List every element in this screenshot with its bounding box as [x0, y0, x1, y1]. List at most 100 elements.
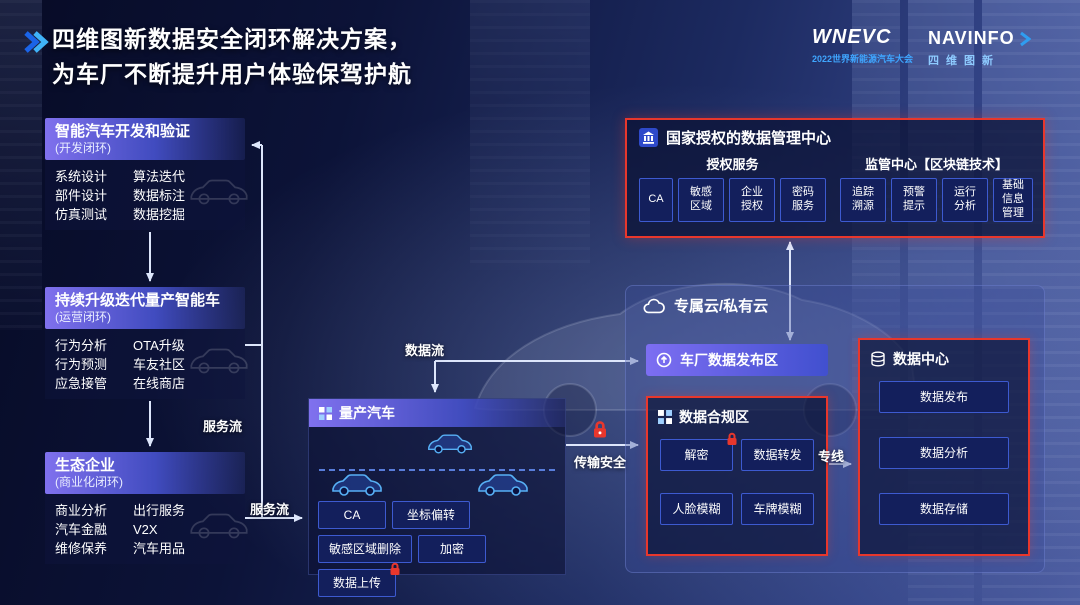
enterprise-auth-chip: 企业 授权	[729, 178, 775, 222]
item-label: V2X	[133, 522, 158, 537]
list-item: 行为分析 OTA升级	[55, 336, 235, 355]
item-label: 行为分析	[55, 338, 108, 353]
plate-blur-chip: 车牌模糊	[741, 493, 814, 525]
item-label: 系统设计	[55, 169, 108, 184]
data-upload-label: 数据上传	[332, 575, 381, 590]
item-label: 数据挖掘	[133, 207, 186, 222]
data-center-header: 数据中心	[860, 340, 1028, 369]
production-car-buttons: CA 坐标偏转 敏感区域删除 加密 数据上传	[309, 499, 565, 599]
compliance-zone-box: 数据合规区 解密 数据转发 人脸模糊 车牌模糊	[646, 396, 828, 556]
watermark-car-icon	[190, 179, 248, 205]
service-flow-label: 服务流	[203, 419, 243, 434]
cloud-icon	[643, 298, 665, 313]
list-item: 仿真测试 数据挖掘	[55, 205, 235, 224]
decrypt-chip: 解密	[660, 432, 737, 471]
production-car-title: 量产汽车	[339, 405, 395, 421]
navinfo-logo: NAVINFO 四维图新	[928, 28, 1032, 68]
supervise-buttons: 追踪 溯源 预警 提示 运行 分析 基础 信息 管理	[840, 178, 1033, 222]
navinfo-logo-subtitle: 四维图新	[928, 55, 1000, 67]
lock-icon	[594, 421, 606, 438]
compliance-zone-title: 数据合规区	[679, 409, 749, 425]
dev-loop-header: 智能汽车开发和验证 (开发闭环)	[45, 118, 245, 160]
item-label: 车友社区	[133, 357, 186, 372]
data-upload-chip: 数据上传	[318, 562, 400, 597]
authority-center-title: 国家授权的数据管理中心	[666, 130, 832, 147]
item-label: 部件设计	[55, 188, 108, 203]
dev-loop-subtitle: (开发闭环)	[55, 141, 111, 155]
data-center-buttons: 数据发布 数据分析 数据存储	[860, 369, 1028, 525]
item-label: 汽车金融	[55, 522, 108, 537]
ops-loop-header: 持续升级迭代量产智能车 (运营闭环)	[45, 287, 245, 329]
car-icon	[332, 474, 382, 496]
coordinate-offset-chip: 坐标偏转	[392, 501, 470, 529]
item-label: 商业分析	[55, 503, 108, 518]
road-dashed-line	[319, 469, 555, 471]
watermark-car-icon	[190, 348, 248, 374]
data-forward-chip: 数据转发	[741, 439, 814, 471]
ca-chip: CA	[639, 178, 673, 222]
list-item: 系统设计算法迭代	[55, 167, 235, 186]
item-label: 汽车用品	[133, 541, 186, 556]
navinfo-logo-text: NAVINFO	[928, 28, 1015, 48]
car-icon	[478, 474, 528, 496]
dev-loop-box: 智能汽车开发和验证 (开发闭环) 系统设计算法迭代 部件设计 数据标注 仿真测试 数…	[45, 118, 248, 230]
eco-loop-header: 生态企业 (商业化闭环)	[45, 452, 245, 494]
car-icon	[428, 434, 472, 454]
list-item: 应急接管 在线商店	[55, 374, 235, 393]
item-label: 在线商店	[133, 376, 186, 391]
private-cloud-header: 专属云/私有云	[626, 286, 1044, 325]
ops-loop-body: 行为分析 OTA升级 行为预测 车友社区 应急接管 在线商店	[45, 329, 248, 399]
eco-loop-title: 生态企业	[55, 457, 116, 474]
data-publish-chip: 数据发布	[879, 381, 1009, 413]
list-item: 部件设计 数据标注	[55, 186, 235, 205]
basic-info-chip: 基础 信息 管理	[993, 178, 1033, 222]
decrypt-label: 解密	[684, 447, 709, 462]
lock-icon	[727, 432, 737, 445]
title-line-2: 为车厂不断提升用户体验保驾护航	[52, 61, 412, 87]
list-item: 商业分析出行服务	[55, 501, 235, 520]
item-label: 应急接管	[55, 376, 108, 391]
item-label: 数据标注	[133, 188, 186, 203]
grid-icon	[319, 406, 332, 420]
trace-source-chip: 追踪 溯源	[840, 178, 886, 222]
auth-service-label: 授权服务	[706, 157, 759, 172]
publish-zone-box: 车厂数据发布区	[646, 344, 828, 376]
ops-loop-title: 持续升级迭代量产智能车	[55, 292, 221, 309]
item-label: 仿真测试	[55, 207, 108, 222]
auth-service-group: 授权服务 CA 敏感 区域 企业 授权 密码 服务	[639, 154, 826, 222]
sensitive-area-delete-chip: 敏感区域删除	[318, 535, 412, 563]
car-zone	[309, 427, 565, 499]
face-blur-chip: 人脸模糊	[660, 493, 733, 525]
grid-icon	[658, 410, 672, 424]
eco-loop-subtitle: (商业化闭环)	[55, 475, 123, 489]
compliance-buttons: 解密 数据转发 人脸模糊 车牌模糊	[648, 427, 826, 525]
dev-loop-title: 智能汽车开发和验证	[55, 123, 191, 140]
title-line-1: 四维图新数据安全闭环解决方案，	[52, 26, 412, 52]
list-item: 维修保养 汽车用品	[55, 539, 235, 558]
auth-service-buttons: CA 敏感 区域 企业 授权 密码 服务	[639, 178, 826, 222]
production-car-box: 量产汽车 CA 坐标偏转 敏感区域删除 加密 数据上传	[308, 398, 566, 597]
data-storage-chip: 数据存储	[879, 493, 1009, 525]
transport-security-label: 传输安全	[574, 455, 627, 470]
authority-center-box: 国家授权的数据管理中心 授权服务 CA 敏感 区域 企业 授权 密码 服务 监管…	[625, 118, 1045, 238]
supervise-label: 监管中心【区块链技术】	[864, 157, 1008, 172]
ca-chip: CA	[318, 501, 386, 529]
data-analysis-chip: 数据分析	[879, 437, 1009, 469]
dedicated-line-label: 专线	[818, 449, 845, 464]
government-building-icon	[639, 128, 658, 147]
authority-groups: 授权服务 CA 敏感 区域 企业 授权 密码 服务 监管中心【区块链技术】 追踪…	[627, 148, 1043, 222]
item-label: 维修保养	[55, 541, 108, 556]
eco-loop-box: 生态企业 (商业化闭环) 商业分析出行服务 汽车金融 V2X 维修保养 汽车用品	[45, 452, 248, 564]
authority-center-header: 国家授权的数据管理中心	[627, 120, 1043, 148]
title-chevron-icon	[24, 31, 49, 53]
service-flow-label: 服务流	[250, 502, 290, 517]
compliance-zone-header: 数据合规区	[648, 398, 826, 427]
encrypt-chip: 加密	[418, 535, 486, 563]
page-title: 四维图新数据安全闭环解决方案， 为车厂不断提升用户体验保驾护航	[52, 22, 412, 92]
item-label: 行为预测	[55, 357, 108, 372]
data-center-box: 数据中心 数据发布 数据分析 数据存储	[858, 338, 1030, 556]
sensitive-area-chip: 敏感 区域	[678, 178, 724, 222]
building-mid	[470, 0, 590, 270]
item-label: OTA升级	[133, 338, 185, 353]
